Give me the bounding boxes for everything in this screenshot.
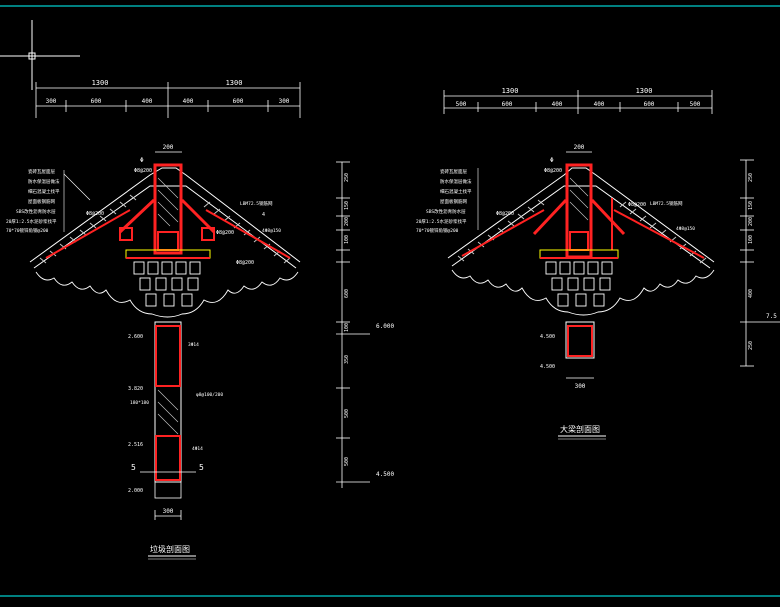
left-leader-2: 防水保温层做法 (28, 178, 60, 185)
right-note-1: Φ8@200 (496, 211, 514, 217)
right-vertical-dimension (740, 159, 780, 367)
left-drawing-title: 垃圾剖面图 (150, 544, 190, 554)
right-drawing-title: 大梁剖面图 (560, 424, 600, 434)
left-col-note-7: 180*180 (130, 400, 149, 406)
left-leader-3: 细石混凝土找平 (28, 188, 60, 195)
right-sub-dim-5: 600 (644, 101, 655, 108)
left-leader-4: 屋面板钢筋网 (28, 198, 55, 205)
right-top-dim-2: 1300 (636, 87, 653, 95)
left-ridge-sub: Φ8@200 (134, 168, 152, 174)
right-vdim-5: 400 (748, 289, 754, 298)
right-leader-1: 瓷砖瓦屋面层 (440, 168, 467, 175)
left-leader-7: 70*70镀锌角钢@200 (6, 227, 49, 234)
left-ridge-label: Φ (140, 157, 144, 164)
right-column-stub (565, 321, 595, 359)
right-vdim-3: 200 (748, 217, 754, 226)
left-note-2: LBM72.5钢筋网 (240, 200, 273, 207)
right-sub-dim-3: 400 (552, 101, 563, 108)
left-leader-6: 20厚1:2.5水泥砂浆找平 (6, 218, 57, 225)
left-section-mark-a: 5 (131, 463, 136, 472)
left-top-dim-1: 1300 (92, 79, 109, 87)
right-ridge-width: 200 (574, 144, 585, 151)
left-vdim-3: 200 (344, 217, 350, 226)
left-bottom-dim: 300 (163, 508, 174, 515)
right-leader-6: 20厚1:2.5水泥砂浆找平 (416, 218, 467, 225)
left-sub-dim-4: 400 (183, 98, 194, 105)
right-leader-4: 屋面板钢筋网 (440, 198, 467, 205)
left-sub-dim-1: 300 (46, 98, 57, 105)
right-vdim-4: 100 (748, 235, 754, 244)
right-sub-dim-4: 400 (594, 101, 605, 108)
left-ridge-width: 200 (163, 144, 174, 151)
right-elev-1: 7.5 (766, 313, 777, 320)
left-section-mark-b: 5 (199, 463, 204, 472)
right-leader-5: SBS改性沥青防水层 (426, 208, 466, 215)
left-vdim-8: 500 (344, 409, 350, 418)
left-col-note-8: 4Φ14 (192, 446, 203, 452)
right-note-4: Φ8@200 (628, 202, 646, 208)
right-vdim-6: 250 (748, 341, 754, 350)
left-leader-lines (63, 170, 91, 232)
left-sub-dim-5: 600 (233, 98, 244, 105)
right-bottom-note-2: 4.500 (540, 364, 555, 370)
left-vdim-7: 350 (344, 355, 350, 364)
right-top-dimension (443, 90, 713, 114)
right-leader-3: 细石混凝土找平 (440, 188, 472, 195)
left-vdim-5: 600 (344, 289, 350, 298)
right-sub-dim-6: 500 (690, 101, 701, 108)
left-col-note-4: 2.000 (128, 488, 143, 494)
left-note-4: Φ8@200 (216, 230, 234, 236)
left-top-dim-2: 1300 (226, 79, 243, 87)
left-vdim-1: 250 (344, 173, 350, 182)
left-top-dimension (35, 82, 301, 118)
right-vdim-2: 150 (748, 201, 754, 210)
right-vdim-1: 250 (748, 173, 754, 182)
right-red-members (461, 163, 705, 259)
left-col-note-6: φ8@100/200 (196, 392, 223, 398)
right-cloud-eave (451, 269, 715, 316)
right-note-2: LBM72.5钢筋网 (650, 200, 683, 207)
right-sub-dim-1: 500 (456, 101, 467, 108)
right-sub-dim-2: 600 (502, 101, 513, 108)
left-brackets (133, 261, 201, 307)
left-column (154, 321, 182, 499)
left-vdim-9: 500 (344, 457, 350, 466)
left-red-members (45, 163, 291, 259)
left-col-note-3: 2.516 (128, 442, 143, 448)
left-col-note-1: 2.600 (128, 334, 143, 340)
left-vdim-2: 150 (344, 201, 350, 210)
left-note-5: 4Φ8@150 (262, 228, 281, 234)
left-vertical-dimension (336, 161, 370, 488)
cad-crosshair-cursor[interactable] (0, 20, 80, 90)
left-elev-1: 6.000 (376, 323, 394, 330)
right-ridge-sub: Φ8@200 (544, 168, 562, 174)
left-col-note-2: 3.820 (128, 386, 143, 392)
left-note-6: Φ8@200 (236, 260, 254, 266)
left-vdim-6: 100 (344, 323, 350, 332)
right-ridge-label: Φ (550, 157, 554, 164)
left-note-3: 4 (262, 212, 265, 218)
left-sub-dim-2: 600 (91, 98, 102, 105)
left-elev-2: 4.500 (376, 471, 394, 478)
left-sub-dim-3: 400 (142, 98, 153, 105)
right-section-drawing: 1300 1300 500 600 400 400 600 500 200 Φ … (416, 87, 780, 440)
right-leader-7: 70*70镀锌角钢@200 (416, 227, 459, 234)
left-leader-5: SBS改性沥青防水层 (16, 208, 56, 215)
right-note-3: 4Φ8@150 (676, 226, 695, 232)
right-bottom-dim: 300 (575, 383, 586, 390)
left-vdim-4: 100 (344, 235, 350, 244)
right-leader-2: 防水保温层做法 (440, 178, 472, 185)
left-sub-dim-6: 300 (279, 98, 290, 105)
left-col-note-5: 3Φ14 (188, 342, 199, 348)
left-cloud-eave (35, 271, 299, 318)
left-leader-1: 瓷砖瓦屋面层 (28, 168, 55, 175)
right-top-dim-1: 1300 (502, 87, 519, 95)
right-brackets (545, 261, 613, 307)
left-section-drawing: 1300 1300 300 600 400 400 600 300 200 Φ … (6, 79, 394, 560)
left-note-1: Φ8@200 (86, 211, 104, 217)
right-bottom-note-1: 4.500 (540, 334, 555, 340)
